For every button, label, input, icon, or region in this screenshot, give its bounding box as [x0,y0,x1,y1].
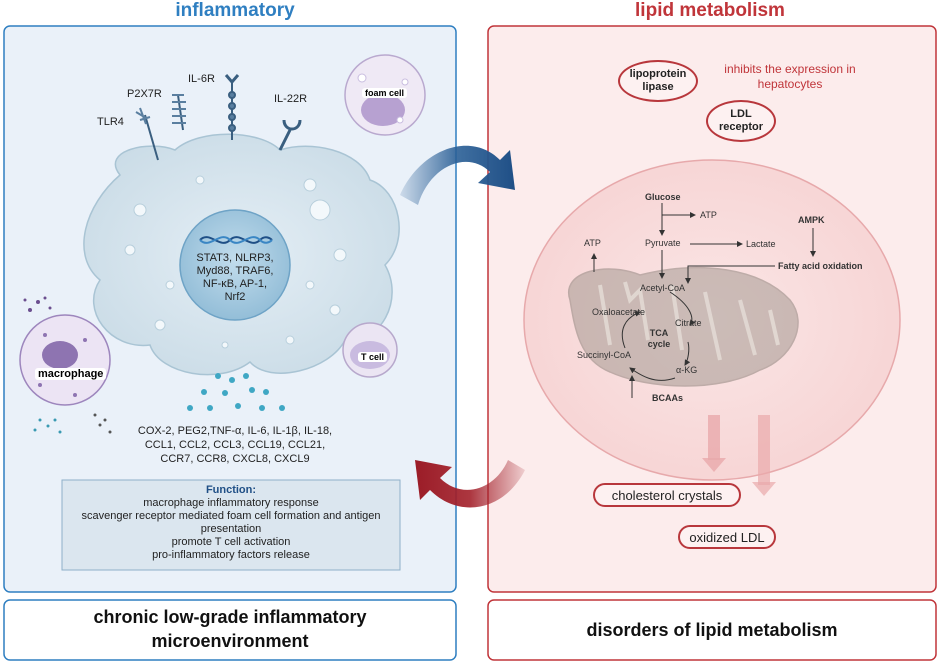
arrow-lipid-to-inflammatory [415,460,525,508]
macrophage-cell [19,296,112,434]
cholesterol-crystals-pill: cholesterol crystals [593,483,741,507]
function-box-text: Function: macrophage inflammatory respon… [64,484,398,562]
t-cell-label: T cell [358,352,388,362]
pyruvate-label: Pyruvate [645,238,681,248]
lipid-metabolism-header: lipid metabolism [635,0,785,21]
il6r-label: IL-6R [188,73,215,85]
ampk-label: AMPK [798,215,825,225]
dna-icon [199,236,273,244]
inflammatory-header: inflammatory [175,0,295,21]
lactate-label: Lactate [746,239,776,249]
ldl-receptor-pill: LDL receptor [706,100,776,142]
il22r-label: IL-22R [274,93,308,105]
atp-left-label: ATP [584,238,601,248]
function-line-2: scavenger receptor mediated foam cell fo… [81,510,381,535]
receptors [135,74,302,161]
foam-cell-label: foam cell [362,88,408,98]
atp-top-label: ATP [700,210,717,220]
tca-cycle-label: TCA cycle [647,328,671,349]
function-box [61,479,401,571]
metabolic-arrows [591,203,816,398]
right-footer-text: disorders of lipid metabolism [586,620,838,640]
acetyl-coa-label: Acetyl-CoA [640,283,686,293]
inhibits-expression-text: inhibits the expression in hepatocytes [724,62,856,91]
mitochondrion [567,266,799,387]
cytokine-particles [187,373,285,411]
right-footer-box [487,599,937,661]
alpha-kg-label: α-KG [676,365,698,375]
tlr4-label: TLR4 [97,116,124,128]
function-line-3: promote T cell activation [171,536,291,548]
bcaas-label: BCAAs [652,393,684,403]
lipoprotein-lipase-pill: lipoprotein lipase [618,60,698,102]
vesicles [124,175,347,349]
macrophage-label: macrophage [35,368,107,380]
left-footer-text: chronic low-grade inflammatory microenvi… [93,607,367,651]
glucose-label: Glucose [645,192,681,202]
oxidized-ldl-pill: oxidized LDL [678,525,776,549]
p2x7r-label: P2X7R [127,88,162,100]
function-title: Function: [205,484,257,496]
output-arrows [702,415,776,496]
function-line-4: pro-inflammatory factors release [152,549,310,561]
succinyl-coa-label: Succinyl-CoA [577,350,632,360]
nucleus-factors-text: STAT3, NLRP3, Myd88, TRAF6, NF-κB, AP-1,… [196,252,274,303]
arrow-inflammatory-to-lipid [400,145,515,205]
function-line-1: macrophage inflammatory response [143,497,319,509]
fatty-acid-oxidation-label: Fatty acid oxidation [778,261,863,271]
oxaloacetate-label: Oxaloacetate [592,307,646,317]
left-footer-box [3,599,457,661]
citrate-label: Citrate [675,318,702,328]
cytokines-text: COX-2, PEG2,TNF-α, IL-6, IL-1β, IL-18, C… [137,425,333,465]
